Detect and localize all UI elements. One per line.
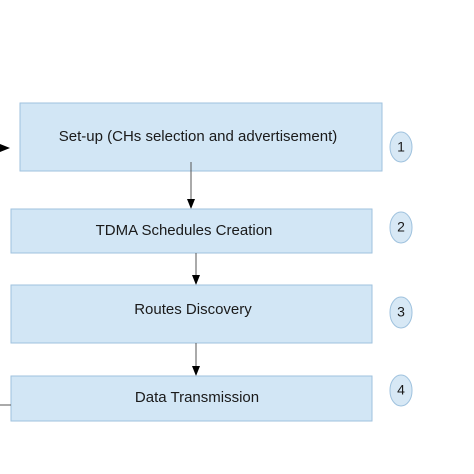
step-4-box xyxy=(10,375,373,422)
step-2-number: 2 xyxy=(397,219,405,235)
step-4-label: Data Transmission xyxy=(135,389,259,406)
step-3-box xyxy=(10,284,373,344)
step-3: Routes Discovery xyxy=(10,284,373,344)
step-1-number-badge: 1 xyxy=(389,131,413,163)
step-1: Set-up (CHs selection and advertisement) xyxy=(19,102,383,172)
arrow-step-3-to-4 xyxy=(192,343,200,376)
step-2-box xyxy=(10,208,373,254)
step-3-label: Routes Discovery xyxy=(134,301,252,318)
step-4: Data Transmission xyxy=(10,375,373,422)
arrow-step-2-to-3 xyxy=(192,253,200,285)
step-3-number: 3 xyxy=(397,304,405,320)
step-3-number-badge: 3 xyxy=(389,296,413,329)
step-4-number-badge: 4 xyxy=(389,374,413,407)
step-2-label: TDMA Schedules Creation xyxy=(96,222,273,239)
step-2-number-badge: 2 xyxy=(389,211,413,244)
arrow-step-1-to-2 xyxy=(187,162,195,209)
step-1-number: 1 xyxy=(397,139,405,155)
incoming-arrow xyxy=(0,144,10,152)
step-2: TDMA Schedules Creation xyxy=(10,208,373,254)
step-1-label: Set-up (CHs selection and advertisement) xyxy=(59,128,337,145)
step-1-box xyxy=(19,102,383,172)
step-4-number: 4 xyxy=(397,382,405,398)
